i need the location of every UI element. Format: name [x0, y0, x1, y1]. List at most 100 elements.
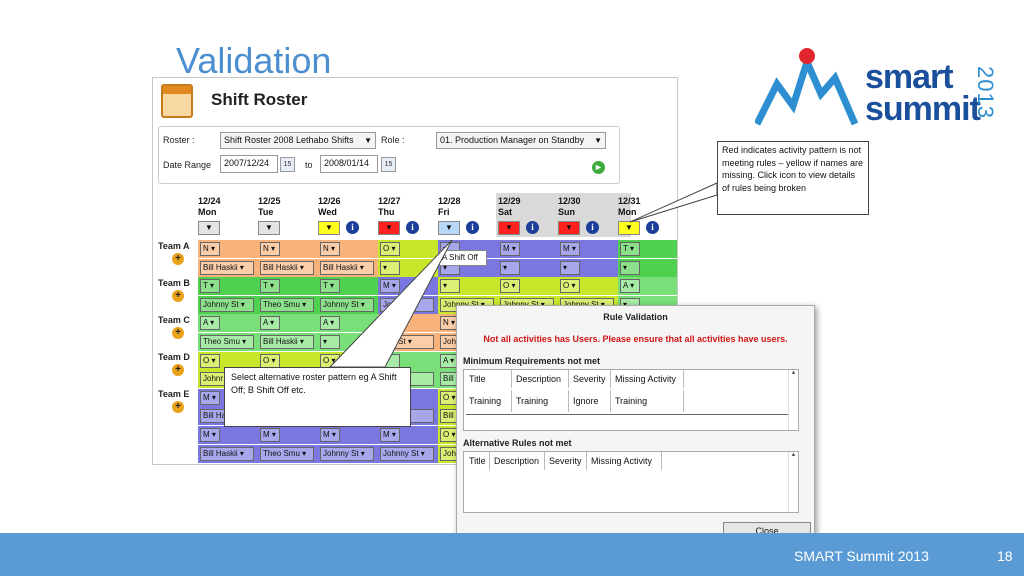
min-header-missing-activity[interactable]: Missing Activity — [612, 370, 684, 388]
alt-header-missing-activity[interactable]: Missing Activity — [588, 452, 662, 470]
expand-plus-icon[interactable]: + — [172, 253, 184, 265]
roster-cell-select[interactable]: M ▾ — [260, 428, 280, 442]
roster-cell-value: A — [323, 318, 328, 328]
dropdown-arrow-icon: ▾ — [268, 244, 276, 253]
roster-cell-select[interactable]: Bill Haskii ▾ — [200, 446, 254, 461]
day-status-dropdown[interactable]: ▼ — [258, 221, 280, 235]
roster-cell-select[interactable]: N ▾ — [320, 242, 340, 256]
min-cell-missing-activity[interactable]: Training — [612, 390, 684, 412]
pattern-callout: Select alternative roster pattern eg A S… — [224, 367, 411, 427]
roster-cell-select[interactable]: Johnny St ▾ — [200, 297, 254, 312]
roster-cell-select[interactable]: M ▾ — [320, 428, 340, 442]
roster-cell-select[interactable]: ▾ — [320, 335, 340, 349]
roster-cell-select[interactable]: Theo Smu ▾ — [260, 297, 314, 312]
day-status-dropdown[interactable]: ▼ — [558, 221, 580, 235]
roster-cell-value: M — [503, 244, 510, 253]
expand-plus-icon[interactable]: + — [172, 364, 184, 376]
alt-header-severity[interactable]: Severity — [546, 452, 587, 470]
info-icon[interactable]: i — [586, 221, 599, 234]
roster-cell-select[interactable]: ▾ — [440, 279, 460, 294]
info-icon[interactable]: i — [466, 221, 479, 234]
roster-cell-select[interactable]: Bill Haskii ▾ — [200, 260, 254, 275]
roster-cell-select[interactable]: Johnny St ▾ — [380, 446, 434, 461]
dropdown-arrow-icon: ▾ — [209, 430, 216, 439]
roster-cell-select[interactable]: M ▾ — [380, 279, 400, 294]
roster-cell-select[interactable]: Bill Haskii ▾ — [320, 260, 374, 275]
dropdown-arrow-icon: ▾ — [623, 262, 628, 272]
go-arrow-icon[interactable]: ► — [592, 161, 605, 174]
min-header-severity[interactable]: Severity — [570, 370, 611, 388]
roster-cell-select[interactable]: hny St ▾ — [380, 335, 434, 349]
roster-cell-select[interactable]: M ▾ — [500, 242, 520, 256]
roster-cell-select[interactable]: A ▾ — [620, 279, 640, 294]
roster-cell-select[interactable]: A ▾ — [200, 316, 220, 331]
roster-cell-select[interactable]: Theo Smu ▾ — [200, 335, 254, 349]
roster-cell-select[interactable]: O ▾ — [500, 279, 520, 294]
roster-cell-select[interactable]: N ▾ — [260, 242, 280, 256]
day-status-dropdown[interactable]: ▼ — [618, 221, 640, 235]
role-select[interactable]: 01. Production Manager on Standby▼ — [436, 132, 606, 149]
roster-cell: M ▾ — [318, 426, 378, 444]
roster-cell-select[interactable]: O ▾ — [200, 353, 220, 368]
roster-cell-select[interactable]: T ▾ — [260, 279, 280, 294]
alt-header-title[interactable]: Title — [466, 452, 490, 470]
roster-cell-select[interactable]: N ▾ — [200, 242, 220, 256]
roster-cell-select[interactable]: T ▾ — [620, 242, 640, 256]
roster-cell-select[interactable]: Bill Haskii ▾ — [260, 260, 314, 275]
roster-cell-select[interactable]: ▾ — [500, 260, 520, 275]
scrollbar[interactable]: ▲ — [788, 370, 798, 430]
info-icon[interactable]: i — [346, 221, 359, 234]
roster-cell-value: O — [323, 355, 330, 365]
roster-cell-select[interactable]: A ▾ — [260, 316, 280, 331]
scrollbar[interactable]: ▲ — [788, 452, 798, 512]
date-to-field[interactable]: 2008/01/14 — [320, 155, 378, 173]
roster-cell-select[interactable]: A ▾ — [320, 316, 340, 331]
day-date: 12/25 — [258, 196, 281, 206]
expand-plus-icon[interactable]: + — [172, 290, 184, 302]
info-icon[interactable]: i — [526, 221, 539, 234]
roster-cell-select[interactable]: M ▾ — [200, 428, 220, 442]
roster-cell-select[interactable]: O ▾ — [260, 353, 280, 368]
roster-cell-select[interactable]: Theo Smu ▾ — [260, 446, 314, 461]
info-icon[interactable]: i — [646, 221, 659, 234]
roster-cell-select[interactable]: T ▾ — [320, 279, 340, 294]
roster-cell-select[interactable]: O ▾ — [560, 279, 580, 294]
expand-plus-icon[interactable]: + — [172, 327, 184, 339]
day-status-dropdown[interactable]: ▼ — [318, 221, 340, 235]
roster-select[interactable]: Shift Roster 2008 Lethabo Shifts▼ — [220, 132, 376, 149]
roster-cell-select[interactable]: O ▾ — [380, 242, 400, 256]
roster-cell-select[interactable]: M ▾ — [380, 428, 400, 442]
roster-cell-select[interactable]: ▾ — [380, 260, 400, 275]
day-status-dropdown[interactable]: ▼ — [438, 221, 460, 235]
roster-cell-select[interactable]: O ▾ — [320, 353, 340, 368]
day-status-dropdown[interactable]: ▼ — [498, 221, 520, 235]
alt-header-description[interactable]: Description — [491, 452, 545, 470]
roster-cell-select[interactable]: Johr ▾ — [380, 297, 434, 312]
min-header-description[interactable]: Description — [513, 370, 569, 388]
calendar-from-button[interactable]: 15 — [280, 157, 295, 172]
day-status-dropdown[interactable]: ▼ — [198, 221, 220, 235]
expand-plus-icon[interactable]: + — [172, 401, 184, 413]
roster-cell-select[interactable]: Johnny St ▾ — [320, 446, 374, 461]
roster-cell-select[interactable]: Johnny St ▾ — [320, 297, 374, 312]
min-cell-severity[interactable]: Ignore — [570, 390, 611, 412]
min-header-title[interactable]: Title — [466, 370, 512, 388]
roster-cell-select[interactable]: M ▾ — [560, 242, 580, 256]
roster-cell-value: Johr — [383, 299, 399, 309]
roster-cell-value: O — [263, 355, 270, 365]
roster-cell-select[interactable]: ▾ — [620, 260, 640, 275]
shift-option-popup[interactable]: A Shift Off — [439, 250, 487, 266]
calendar-to-button[interactable]: 15 — [381, 157, 396, 172]
info-icon[interactable]: i — [406, 221, 419, 234]
roster-cell-select[interactable]: ▾ — [380, 353, 400, 368]
min-cell-title[interactable]: Training — [466, 390, 512, 412]
day-status-dropdown[interactable]: ▼ — [378, 221, 400, 235]
roster-cell-select[interactable]: ▾ — [560, 260, 580, 275]
roster-cell-select[interactable]: Bill Haskii ▾ — [260, 335, 314, 349]
dropdown-arrow-icon: ▾ — [443, 281, 448, 291]
roster-cell-select[interactable]: ▾ — [380, 316, 400, 331]
roster-cell-select[interactable]: M ▾ — [200, 390, 220, 405]
roster-cell-select[interactable]: T ▾ — [200, 279, 220, 294]
min-cell-description[interactable]: Training — [513, 390, 569, 412]
date-from-field[interactable]: 2007/12/24 — [220, 155, 278, 173]
